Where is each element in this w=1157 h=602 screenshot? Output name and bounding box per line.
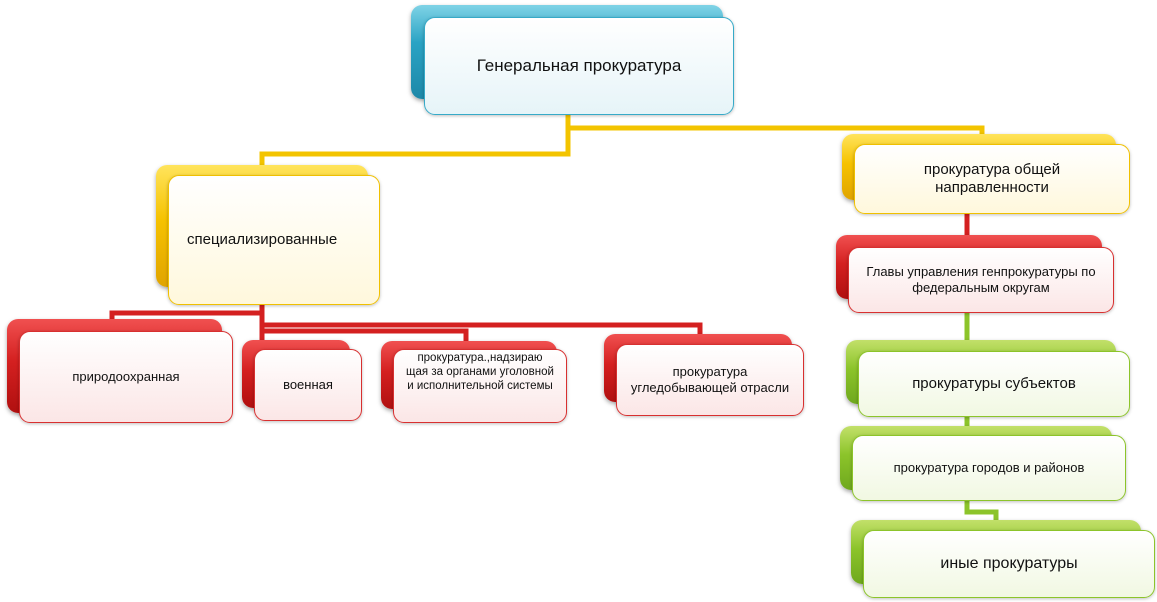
node-face: военная — [254, 349, 362, 421]
node-label: Главы управления генпрокуратуры по федер… — [866, 264, 1096, 295]
node-face: Генеральная прокуратура — [424, 17, 734, 115]
node-face: природоохранная — [19, 331, 233, 423]
node-face: прокуратура.,надзираю щая за органами уг… — [393, 349, 567, 423]
node-face: Главы управления генпрокуратуры по федер… — [848, 247, 1114, 313]
node-label: природоохранная — [72, 369, 180, 385]
node-face: прокуратура угледобывающей отрасли — [616, 344, 804, 416]
node-label: иные прокуратуры — [940, 555, 1078, 573]
node-label: военная — [283, 377, 333, 393]
node-label: прокуратура угледобывающей отрасли — [630, 364, 790, 395]
node-label: прокуратура городов и районов — [893, 460, 1085, 476]
node-label: прокуратуры субъектов — [912, 375, 1076, 392]
node-face: иные прокуратуры — [863, 530, 1155, 598]
node-face: прокуратуры субъектов — [858, 351, 1130, 417]
connector-root-specialized — [259, 110, 571, 175]
node-label: специализированные — [187, 231, 338, 248]
node-face: прокуратура городов и районов — [852, 435, 1126, 501]
node-label: Генеральная прокуратура — [476, 55, 682, 75]
node-face: прокуратура общей направленности — [854, 144, 1130, 214]
node-face: специализированные — [168, 175, 380, 305]
node-label: прокуратура общей направленности — [923, 161, 1061, 196]
node-label: прокуратура.,надзираю щая за органами уг… — [406, 352, 554, 392]
